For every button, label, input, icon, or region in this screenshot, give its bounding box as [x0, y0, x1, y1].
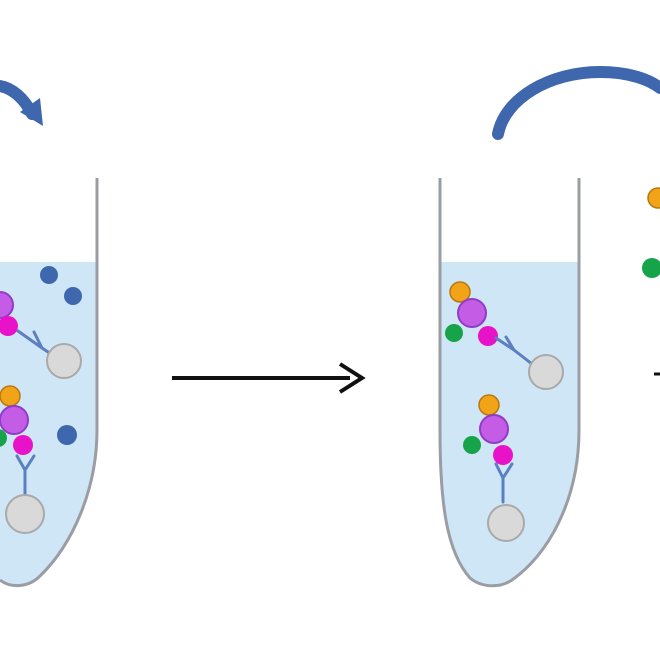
tube-left: [0, 178, 99, 587]
unbound-protein-blue: [57, 425, 77, 445]
unbound-protein-blue: [40, 266, 58, 284]
antibody: [494, 462, 514, 504]
tube-left-outline: [0, 178, 99, 587]
bead: [528, 354, 564, 390]
purple-protein: [479, 414, 509, 444]
magenta-protein: [0, 316, 18, 336]
tube-middle: [438, 178, 581, 588]
curved-arrow-right: [492, 65, 660, 140]
curved-arrow-left-head: [20, 98, 43, 126]
magenta-protein: [478, 326, 498, 346]
unbound-protein-blue: [64, 287, 82, 305]
orange-protein: [647, 187, 660, 209]
bead: [46, 343, 82, 379]
green-protein: [445, 324, 463, 342]
curved-arrow-left: [0, 80, 43, 126]
green-protein: [0, 429, 7, 447]
orange-protein: [478, 394, 500, 416]
antibody: [494, 335, 534, 366]
process-arrow: [172, 362, 366, 394]
tube-middle-outline: [438, 178, 581, 588]
purple-protein: [457, 298, 487, 328]
tube-middle-liquid: [440, 262, 579, 586]
green-protein: [642, 258, 660, 278]
purple-protein: [0, 291, 14, 319]
magenta-protein: [493, 445, 513, 465]
green-protein: [463, 436, 481, 454]
bead: [5, 494, 45, 534]
purple-protein: [0, 405, 29, 435]
orange-protein: [0, 385, 21, 407]
orange-protein: [449, 281, 471, 303]
magenta-protein: [13, 435, 33, 455]
released-proteins: [642, 187, 660, 376]
antibody: [15, 454, 36, 497]
bead: [487, 504, 525, 542]
